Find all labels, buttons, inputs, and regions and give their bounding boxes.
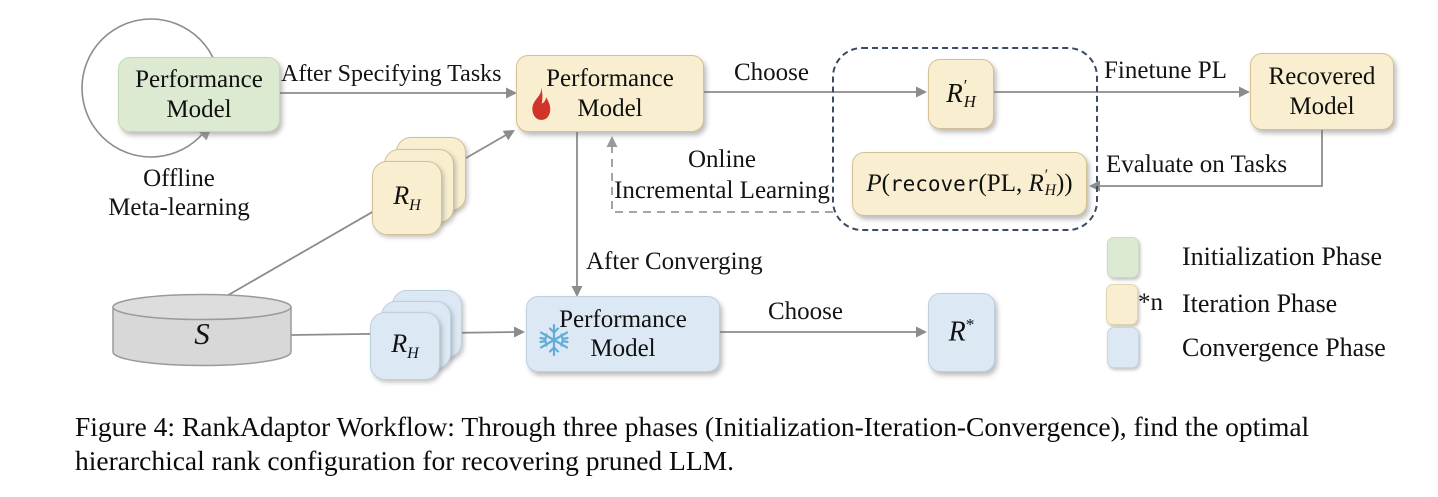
iteration-group-outline [832,47,1098,231]
edge-evaluate-on-tasks [1098,128,1323,187]
node-perf-eval-expression: P(recover(PL, R′H)) [852,152,1087,216]
caption-line-2: hierarchical rank configuration for reco… [75,445,734,476]
node-performance-model-iter: Performance Model [516,55,704,132]
legend-label-initialization: Initialization Phase [1182,242,1383,271]
edge-online-incremental [611,145,833,213]
node-label: Performance [546,65,674,93]
evaluate-on-tasks-label: Evaluate on Tasks [1106,151,1288,178]
after-converging-label: After Converging [586,248,763,275]
node-label: Model [1289,92,1355,120]
figure-caption: Figure 4: RankAdaptor Workflow: Through … [75,410,1309,478]
legend-swatch-iteration [1106,284,1138,325]
caption-line-1: Figure 4: RankAdaptor Workflow: Through … [75,411,1310,442]
node-performance-model-conv: Performance Model [526,296,720,372]
after-specifying-tasks-label: After Specifying Tasks [281,61,502,87]
node-label: Recovered [1268,63,1376,91]
offline-meta-learning-label: Offline Meta-learning [108,165,250,221]
legend-swatch-initialization [1107,237,1139,278]
stack-card-front: RH [372,161,442,235]
iter-rank-stack: RH [372,137,466,235]
choose-bottom-label: Choose [768,298,843,325]
node-recovered-model: Recovered Model [1250,53,1394,130]
conv-rank-stack: RH [370,290,462,380]
legend-label-convergence: Convergence Phase [1182,333,1386,362]
node-label: Performance [135,66,263,94]
node-label: Model [590,335,656,362]
legend-multiplier: *n [1138,289,1163,316]
script-p: P [866,170,882,198]
node-label: Model [577,94,643,122]
node-label: Performance [559,305,687,333]
choose-top-label: Choose [734,59,809,86]
node-label: Model [166,95,232,123]
node-optimal-rank: R* [928,293,995,372]
legend-label-iteration: Iteration Phase [1182,289,1338,318]
snowflake-icon [536,322,572,358]
node-selected-rank: R′H [928,59,994,129]
dataset-cylinder [112,293,292,367]
finetune-pl-label: Finetune PL [1104,57,1227,84]
flame-icon [526,86,556,123]
stack-card-front: RH [370,312,440,380]
online-incremental-learning-label: Online Incremental Learning [614,146,830,204]
legend-swatch-convergence [1107,327,1139,368]
dataset-s-label: S [194,316,210,351]
node-performance-model-init: Performance Model [118,57,280,132]
